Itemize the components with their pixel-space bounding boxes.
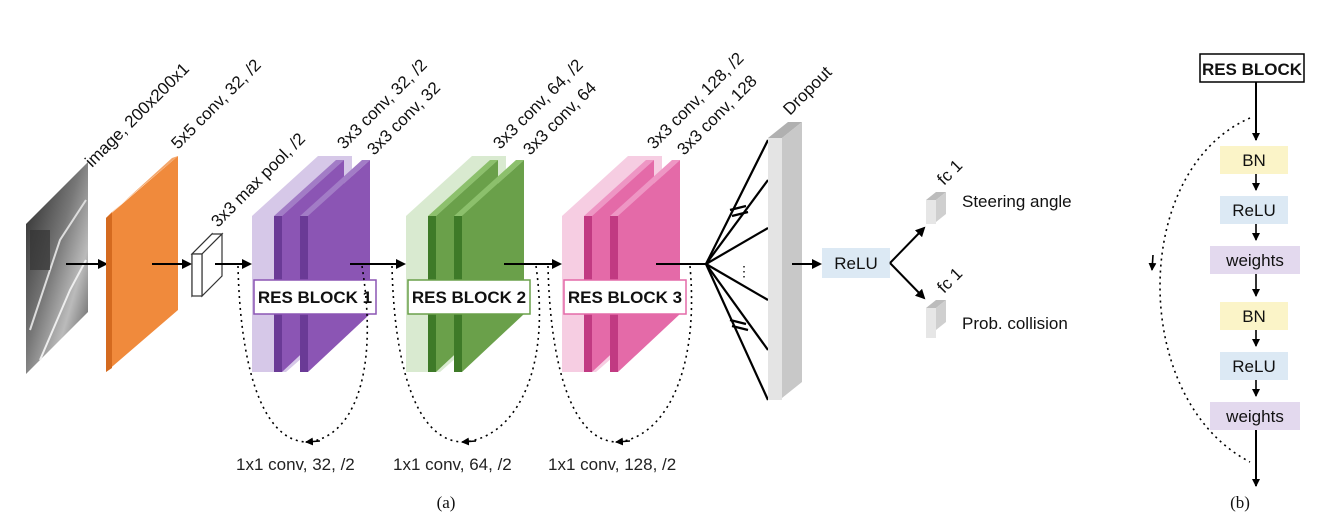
res-block-1-name: RES BLOCK 1 xyxy=(258,288,372,307)
maxpool-layer xyxy=(190,232,224,298)
collision-label: Prob. collision xyxy=(962,314,1068,333)
res-block-title: RES BLOCK xyxy=(1202,60,1303,79)
skip-arc-3 xyxy=(547,265,693,443)
fc1-collision xyxy=(926,300,946,338)
bn-box-2 xyxy=(1220,302,1288,330)
dropout-connections xyxy=(704,139,770,401)
res-block-3-box xyxy=(563,279,687,315)
steering-label: Steering angle xyxy=(962,192,1072,211)
relu-label-1: ReLU xyxy=(1232,201,1275,220)
res-block-2: RES BLOCK 2 xyxy=(406,156,531,372)
weights-label-2: weights xyxy=(1225,407,1284,426)
input-image xyxy=(26,162,88,374)
skip-arrow-2 xyxy=(461,437,477,446)
weights-box-1 xyxy=(1210,246,1300,274)
dropout-layer xyxy=(768,122,802,400)
res1-skip-label: 1x1 conv, 32, /2 xyxy=(236,455,355,474)
fc1-bottom-label: fc 1 xyxy=(933,264,966,297)
relu-label-2: ReLU xyxy=(1232,357,1275,376)
bn-box-1 xyxy=(1220,146,1288,174)
arrow-steering xyxy=(889,226,926,264)
bn-label-1: BN xyxy=(1242,151,1266,170)
fc1-steering xyxy=(926,192,946,224)
res-block-1: RES BLOCK 1 xyxy=(252,156,377,372)
res-block-3-name: RES BLOCK 3 xyxy=(568,288,682,307)
res-block-1-box xyxy=(253,279,377,315)
weights-box-2 xyxy=(1210,402,1300,430)
bn-label-2: BN xyxy=(1242,307,1266,326)
relu-box-1 xyxy=(1220,196,1288,224)
skip-arrow-b xyxy=(1148,254,1157,271)
skip-arrow-1 xyxy=(305,437,321,446)
relu-label: ReLU xyxy=(834,254,877,273)
res-block-title-box xyxy=(1199,53,1305,83)
dropout-ellipsis: ⋮ xyxy=(737,263,751,279)
skip-arrow-3 xyxy=(615,437,631,446)
res-block-2-name: RES BLOCK 2 xyxy=(412,288,526,307)
res2-skip-label: 1x1 conv, 64, /2 xyxy=(393,455,512,474)
arrow-collision xyxy=(889,262,926,300)
caption-a: (a) xyxy=(437,493,456,512)
weights-label-1: weights xyxy=(1225,251,1284,270)
relu-box xyxy=(822,248,890,278)
res-block-2-box xyxy=(407,279,531,315)
input-label: image, 200x200x1 xyxy=(81,59,193,171)
panel-a: image, 200x200x1 5x5 conv, 32, /2 3x3 ma… xyxy=(26,49,1072,512)
dropout-label: Dropout xyxy=(779,62,835,118)
fc1-top-label: fc 1 xyxy=(933,156,966,189)
res-block-3: RES BLOCK 3 xyxy=(562,156,687,372)
skip-arc-2 xyxy=(391,265,541,443)
panel-b: RES BLOCK BN ReLU weights BN ReLU weight… xyxy=(1148,53,1305,512)
relu-box-2 xyxy=(1220,352,1288,380)
res3-skip-label: 1x1 conv, 128, /2 xyxy=(548,455,676,474)
conv5-layer xyxy=(106,156,178,372)
caption-b: (b) xyxy=(1230,493,1250,512)
